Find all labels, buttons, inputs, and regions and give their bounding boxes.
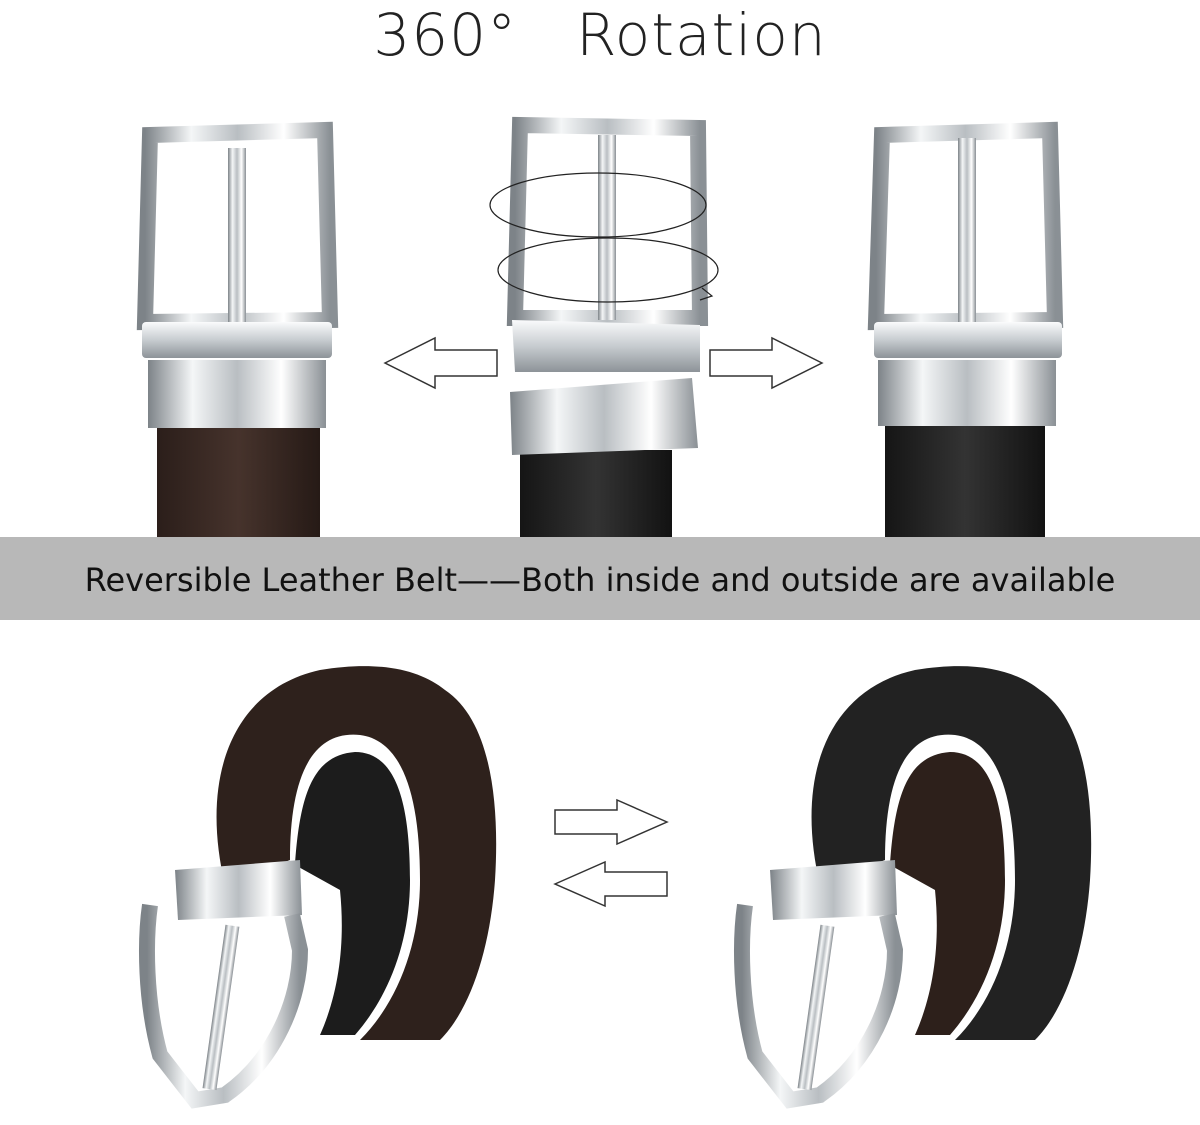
arrow-left-icon [553,860,668,908]
strap-brown [157,425,320,537]
buckle-plate [770,860,897,920]
buckle-hinge [874,322,1062,358]
buckle-prong [202,924,240,1091]
arrow-left-icon [383,336,498,390]
buckle-frame [506,116,709,326]
belt-coil-inner [890,752,1005,1035]
banner-text: Reversible Leather Belt——Both inside and… [84,561,1116,599]
buckle-top-left [136,121,339,537]
coiled-belt-black [734,666,1092,1109]
rotation-ellipse-icon [489,172,707,238]
buckle-plate-rotated [510,378,698,455]
buckle-prong [598,135,616,320]
buckle-top-right [867,121,1064,537]
buckle-prong [797,924,835,1091]
buckle-frame [867,121,1064,331]
buckle-top-center [489,116,719,537]
buckle-hinge [512,320,700,372]
buckle-plate [175,860,302,920]
belt-coil-inner [295,752,410,1035]
buckle-frame [139,903,309,1109]
buckle-prong [958,138,976,323]
buckle-frame [734,903,904,1109]
buckle-plate [878,360,1056,426]
buckle-frame [136,121,339,331]
buckle-prong [228,148,246,323]
arrow-right-icon [709,336,824,390]
belt-coil-outer [811,666,1092,1040]
buckle-plate [148,360,326,428]
coiled-belt-brown [139,666,497,1109]
strap-black [520,450,672,537]
strap-black [885,425,1045,537]
belt-coil-outer [216,666,497,1040]
buckle-hinge [142,322,332,358]
page-title: 360° Rotation [373,1,827,69]
rotation-ellipse-icon [497,237,719,303]
banner-band [0,537,1200,620]
arrow-right-icon [554,798,669,846]
